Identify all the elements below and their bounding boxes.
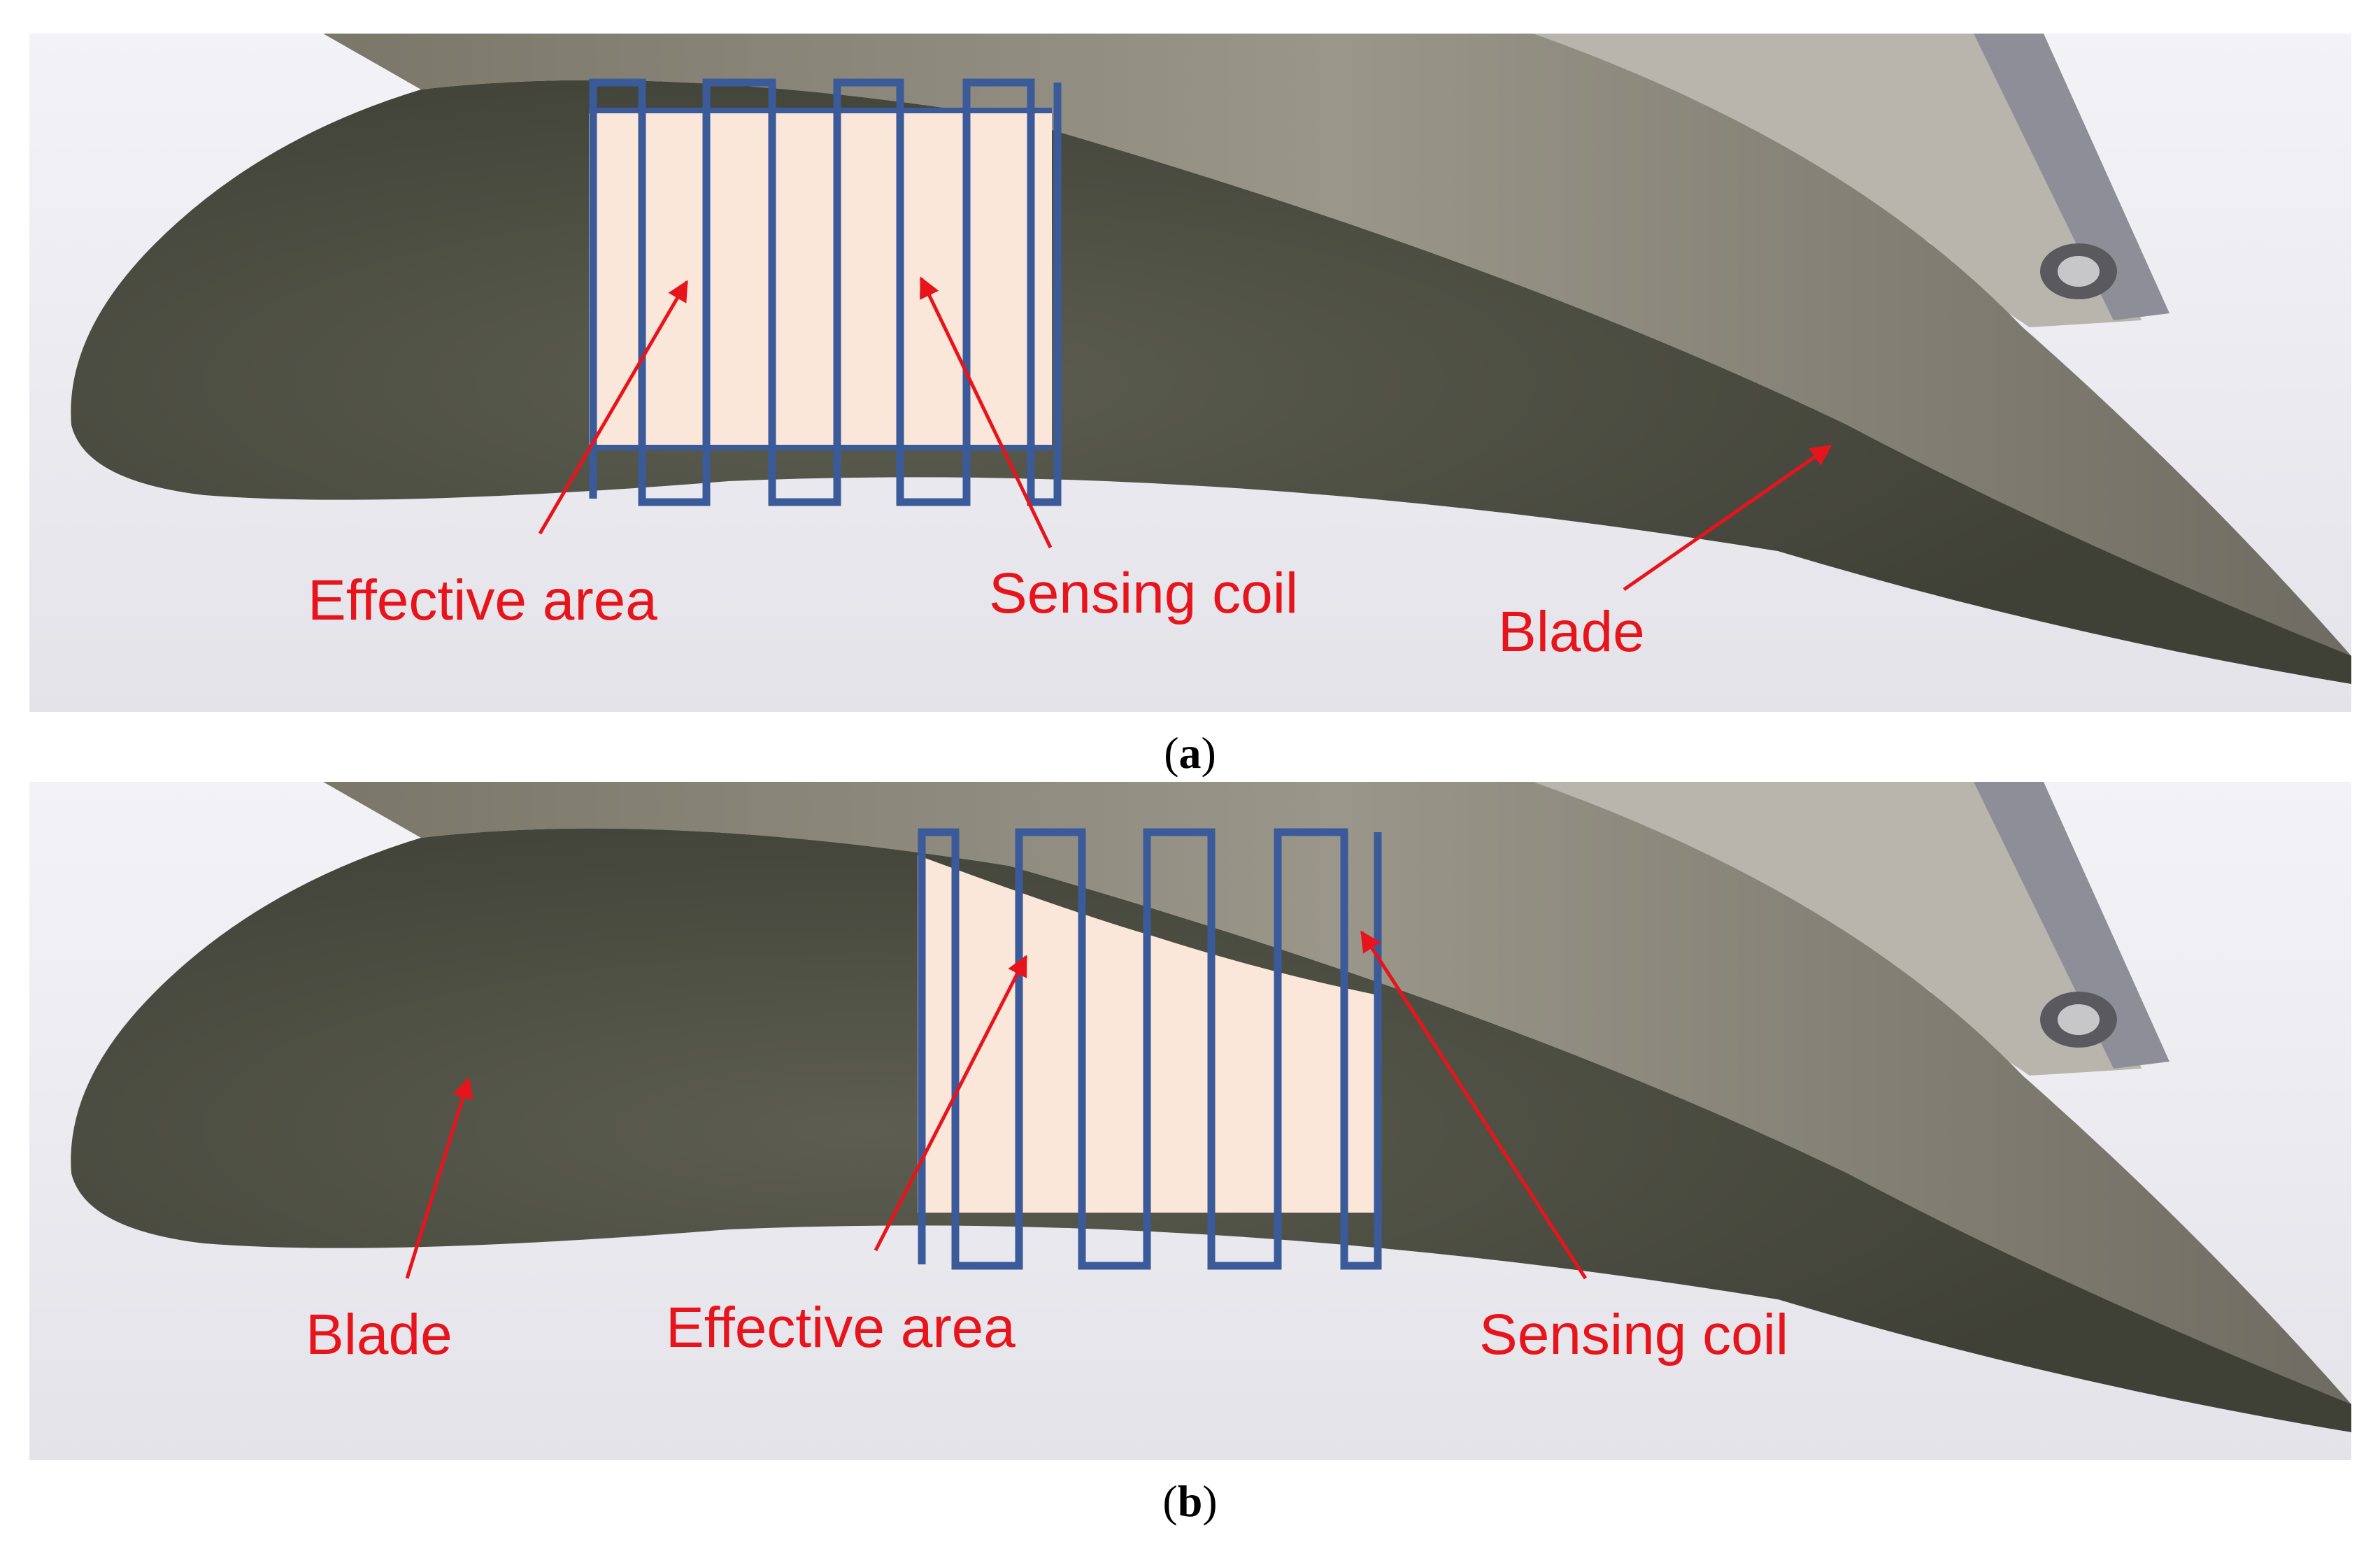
label-blade: Blade	[1498, 600, 1645, 664]
blade-upper-surface	[323, 782, 2351, 1432]
arrow-effective-area	[874, 955, 1028, 1252]
label-effective-area: Effective area	[666, 1296, 1016, 1359]
label-sensing-coil: Sensing coil	[989, 562, 1299, 625]
label-sensing-coil: Sensing coil	[1479, 1303, 1789, 1366]
caption-b: (b)	[1162, 1476, 1218, 1526]
caption-b-letter: b	[1177, 1476, 1203, 1526]
blade-photo-b	[29, 782, 2351, 1460]
arrow-blade	[405, 1077, 473, 1279]
arrow-blade	[1623, 444, 1832, 592]
label-effective-area: Effective area	[308, 569, 657, 632]
arrow-sensing-coil	[1360, 930, 1588, 1280]
mount-hole-inner	[2058, 1004, 2100, 1035]
arrow-sensing-coil	[919, 276, 1053, 549]
label-blade: Blade	[306, 1303, 453, 1366]
panel-b-photo: Blade Effective area Sensing coil	[29, 782, 2351, 1460]
mount-bracket-edge	[1974, 34, 2169, 320]
blade-photo-a	[29, 34, 2351, 712]
mount-hole-inner	[2058, 256, 2100, 287]
sensing-coil	[918, 828, 1382, 1270]
panel-a-photo: Effective area Sensing coil Blade	[29, 34, 2351, 712]
mount-bracket-edge	[1974, 782, 2169, 1069]
caption-a-letter: a	[1178, 728, 1202, 778]
effective-area	[589, 110, 1052, 448]
blade-upper-surface	[323, 34, 2351, 684]
arrow-effective-area	[538, 280, 689, 535]
caption-a: (a)	[1164, 728, 1216, 778]
sensing-coil	[589, 78, 1062, 506]
